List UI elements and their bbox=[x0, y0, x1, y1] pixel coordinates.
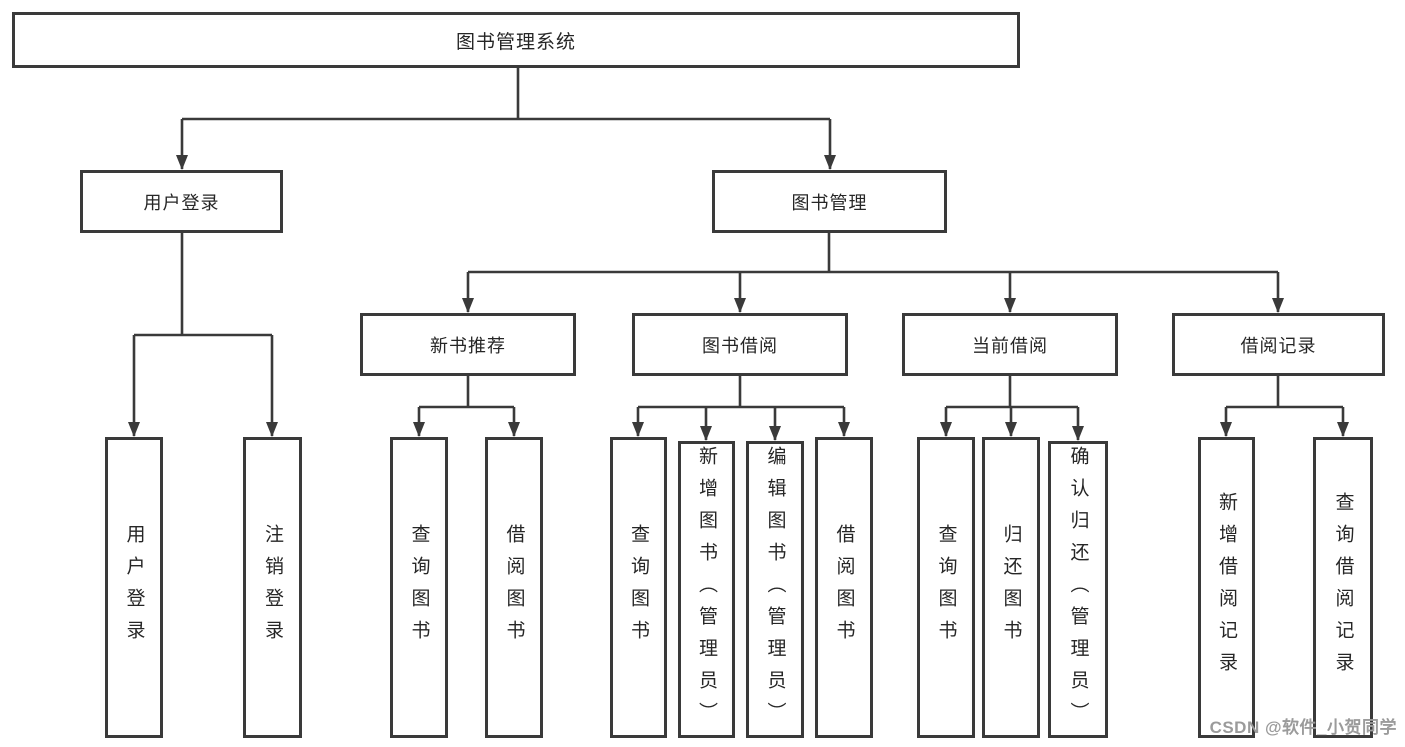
node-label: 查询图书 bbox=[935, 523, 957, 652]
leaf-return-book: 归还图书 bbox=[982, 437, 1040, 738]
node-label: 用户登录 bbox=[143, 192, 220, 213]
node-book-borrowing: 图书借阅 bbox=[632, 313, 848, 376]
leaf-confirm-return-admin: 确认归还（管理员） bbox=[1048, 441, 1108, 738]
node-borrowing-records: 借阅记录 bbox=[1172, 313, 1385, 376]
node-label: 图书借阅 bbox=[702, 335, 778, 356]
leaf-query-borrow-record: 查询借阅记录 bbox=[1313, 437, 1373, 738]
node-label: 查询借阅记录 bbox=[1332, 491, 1354, 684]
node-current-borrowing: 当前借阅 bbox=[902, 313, 1118, 376]
node-label: 归还图书 bbox=[1000, 523, 1022, 652]
node-label: 新书推荐 bbox=[430, 335, 506, 356]
leaf-query-books-borrow: 查询图书 bbox=[610, 437, 667, 738]
leaf-add-book-admin: 新增图书（管理员） bbox=[678, 441, 735, 738]
leaf-edit-book-admin: 编辑图书（管理员） bbox=[746, 441, 804, 738]
node-label: 用户登录 bbox=[123, 523, 145, 652]
leaf-query-books-recommend: 查询图书 bbox=[390, 437, 448, 738]
node-book-management: 图书管理 bbox=[712, 170, 947, 233]
node-label: 新增图书（管理员） bbox=[696, 445, 717, 734]
node-label: 新增借阅记录 bbox=[1216, 491, 1237, 684]
node-user-login: 用户登录 bbox=[80, 170, 283, 233]
node-label: 编辑图书（管理员） bbox=[764, 445, 786, 734]
node-label: 查询图书 bbox=[628, 523, 649, 652]
leaf-logout: 注销登录 bbox=[243, 437, 302, 738]
leaf-borrow-books-recommend: 借阅图书 bbox=[485, 437, 543, 738]
csdn-watermark: CSDN @软件_小贺同学 bbox=[1209, 718, 1397, 737]
node-new-book-recommendation: 新书推荐 bbox=[360, 313, 576, 376]
leaf-borrow-books: 借阅图书 bbox=[815, 437, 873, 738]
node-label: 图书管理系统 bbox=[455, 31, 576, 53]
node-label: 注销登录 bbox=[262, 523, 283, 652]
node-label: 借阅记录 bbox=[1240, 335, 1317, 356]
leaf-user-login: 用户登录 bbox=[105, 437, 163, 738]
node-library-management-system: 图书管理系统 bbox=[12, 12, 1020, 68]
node-label: 当前借阅 bbox=[972, 335, 1048, 356]
node-label: 图书管理 bbox=[791, 192, 868, 213]
node-label: 查询图书 bbox=[408, 523, 430, 652]
leaf-query-books-current: 查询图书 bbox=[917, 437, 975, 738]
node-label: 借阅图书 bbox=[503, 523, 525, 652]
node-label: 确认归还（管理员） bbox=[1067, 445, 1089, 734]
leaf-add-borrow-record: 新增借阅记录 bbox=[1198, 437, 1255, 738]
node-label: 借阅图书 bbox=[833, 523, 855, 652]
